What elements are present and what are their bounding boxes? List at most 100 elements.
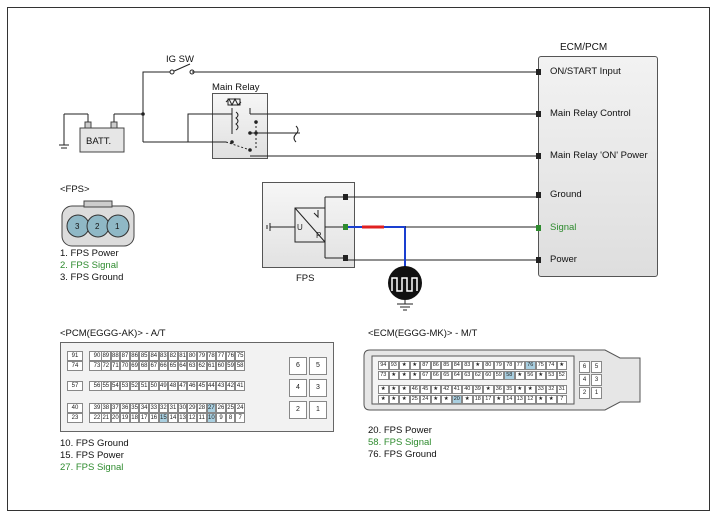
pcm-pin: 15 — [158, 413, 169, 423]
ecm-pin: 76 — [525, 361, 536, 370]
pcm-pin: 87 — [120, 351, 130, 361]
pcm-pin: 32 — [158, 403, 169, 413]
ecm-pin: 74 — [546, 361, 557, 370]
ecm-pin-ground: Ground — [550, 189, 582, 200]
ecm-pin-power: Power — [550, 254, 577, 265]
ecm-power-pin: 6 — [579, 361, 590, 373]
pcm-pin: 21 — [101, 413, 111, 423]
ecm-pin: ★ — [462, 395, 473, 404]
ecm-pin: 40 — [462, 385, 473, 394]
pcm-pin: 76 — [225, 351, 236, 361]
ecm-pin: 33 — [535, 385, 546, 394]
ecm-pin: 20 — [451, 395, 462, 404]
ecm-pin: 25 — [409, 395, 420, 404]
pcm-pin: 74 — [67, 361, 83, 371]
ecm-power-pin: 2 — [579, 387, 590, 399]
svg-text:U: U — [297, 223, 303, 232]
pcm-pin: 72 — [101, 361, 111, 371]
fps-label: FPS — [296, 273, 315, 284]
pcm-pin: 55 — [101, 381, 111, 391]
battery-symbol — [59, 113, 125, 153]
ecm-pin: ★ — [388, 371, 399, 380]
pcm-pin: 36 — [120, 403, 130, 413]
pcm-pin: 64 — [177, 361, 188, 371]
pcm-pin: 61 — [206, 361, 217, 371]
pcm-pin: 67 — [149, 361, 159, 371]
pcm-pin: 42 — [225, 381, 236, 391]
fps-sensor-box — [262, 182, 355, 268]
pcm-pin: 53 — [120, 381, 130, 391]
pcm-pin: 19 — [120, 413, 130, 423]
fps-pin-1: 1 — [115, 222, 120, 231]
ecm-pin: ★ — [514, 371, 525, 380]
ecm-pin: 78 — [504, 361, 515, 370]
pcm-pin: 75 — [235, 351, 245, 361]
fps-pin-2: 2 — [95, 222, 100, 231]
pcm-pin: 52 — [129, 381, 140, 391]
ecm-pin: ★ — [493, 395, 504, 404]
ecm-pin: 7 — [556, 395, 567, 404]
pcm-legend: 10. FPS Ground 15. FPS Power 27. FPS Sig… — [60, 438, 129, 474]
ecm-pin: 18 — [472, 395, 483, 404]
ecm-pin: 58 — [504, 371, 515, 380]
ecm-connector-title: <ECM(EGGG-MK)> - M/T — [368, 328, 478, 339]
pcm-pin: 91 — [67, 351, 83, 361]
pcm-pin: 44 — [206, 381, 217, 391]
ecm-pin: 67 — [420, 371, 431, 380]
pcm-power-pin: 2 — [289, 401, 307, 419]
pcm-pin: 27 — [206, 403, 217, 413]
fps-connector-title: <FPS> — [60, 184, 90, 195]
ecm-pin: 65 — [441, 371, 452, 380]
ecm-pin: 80 — [483, 361, 494, 370]
pcm-pin: 46 — [187, 381, 197, 391]
pcm-pin: 10 — [206, 413, 217, 423]
pcm-power-pin: 6 — [289, 357, 307, 375]
pcm-power-pin: 1 — [309, 401, 327, 419]
ecm-pin: ★ — [472, 361, 483, 370]
pcm-pin: 79 — [197, 351, 207, 361]
oscilloscope-icon — [388, 266, 422, 311]
ecm-pin: 17 — [483, 395, 494, 404]
ecm-title: ECM/PCM — [560, 42, 608, 53]
pcm-legend-item: 15. FPS Power — [60, 450, 124, 461]
ecm-power-pin: 1 — [591, 387, 602, 399]
ecm-pin: 85 — [441, 361, 452, 370]
ecm-legend: 20. FPS Power 58. FPS Signal 76. FPS Gro… — [368, 425, 437, 461]
ecm-power-pin: 4 — [579, 374, 590, 386]
ecm-pin: ★ — [535, 395, 546, 404]
ecm-pin: 79 — [493, 361, 504, 370]
ecm-pin: ★ — [378, 385, 389, 394]
pcm-pin: 45 — [197, 381, 207, 391]
ecm-pin: ★ — [399, 371, 410, 380]
pcm-pin: 81 — [177, 351, 188, 361]
ecm-pin: 84 — [451, 361, 462, 370]
ecm-pin: 45 — [420, 385, 431, 394]
pcm-pin: 34 — [139, 403, 149, 413]
ecm-pin: ★ — [441, 395, 452, 404]
pcm-pin: 58 — [235, 361, 245, 371]
pcm-power-pin: 4 — [289, 379, 307, 397]
ecm-pin-main-relay-control: Main Relay Control — [550, 108, 631, 119]
ecm-pin: 52 — [556, 371, 567, 380]
ecm-pin: 36 — [493, 385, 504, 394]
pcm-pin: 14 — [168, 413, 178, 423]
pcm-pin: 70 — [120, 361, 130, 371]
pcm-pin: 85 — [139, 351, 149, 361]
pcm-pin: 69 — [129, 361, 140, 371]
pcm-pin: 43 — [216, 381, 226, 391]
pcm-pin: 18 — [129, 413, 140, 423]
ecm-legend-item: 20. FPS Power — [368, 425, 432, 436]
diagram-frame — [7, 7, 710, 511]
pcm-pin: 77 — [216, 351, 226, 361]
pcm-pin: 8 — [225, 413, 236, 423]
ecm-pin-on-start: ON/START Input — [550, 66, 621, 77]
ecm-pin: 77 — [514, 361, 525, 370]
fps-legend: 1. FPS Power 2. FPS Signal 3. FPS Ground — [60, 248, 123, 284]
pcm-pin: 37 — [110, 403, 121, 413]
ecm-pin: 75 — [535, 361, 546, 370]
ecm-pin: ★ — [399, 395, 410, 404]
pcm-pin: 60 — [216, 361, 226, 371]
pcm-pin: 78 — [206, 351, 217, 361]
pcm-pin: 13 — [177, 413, 188, 423]
